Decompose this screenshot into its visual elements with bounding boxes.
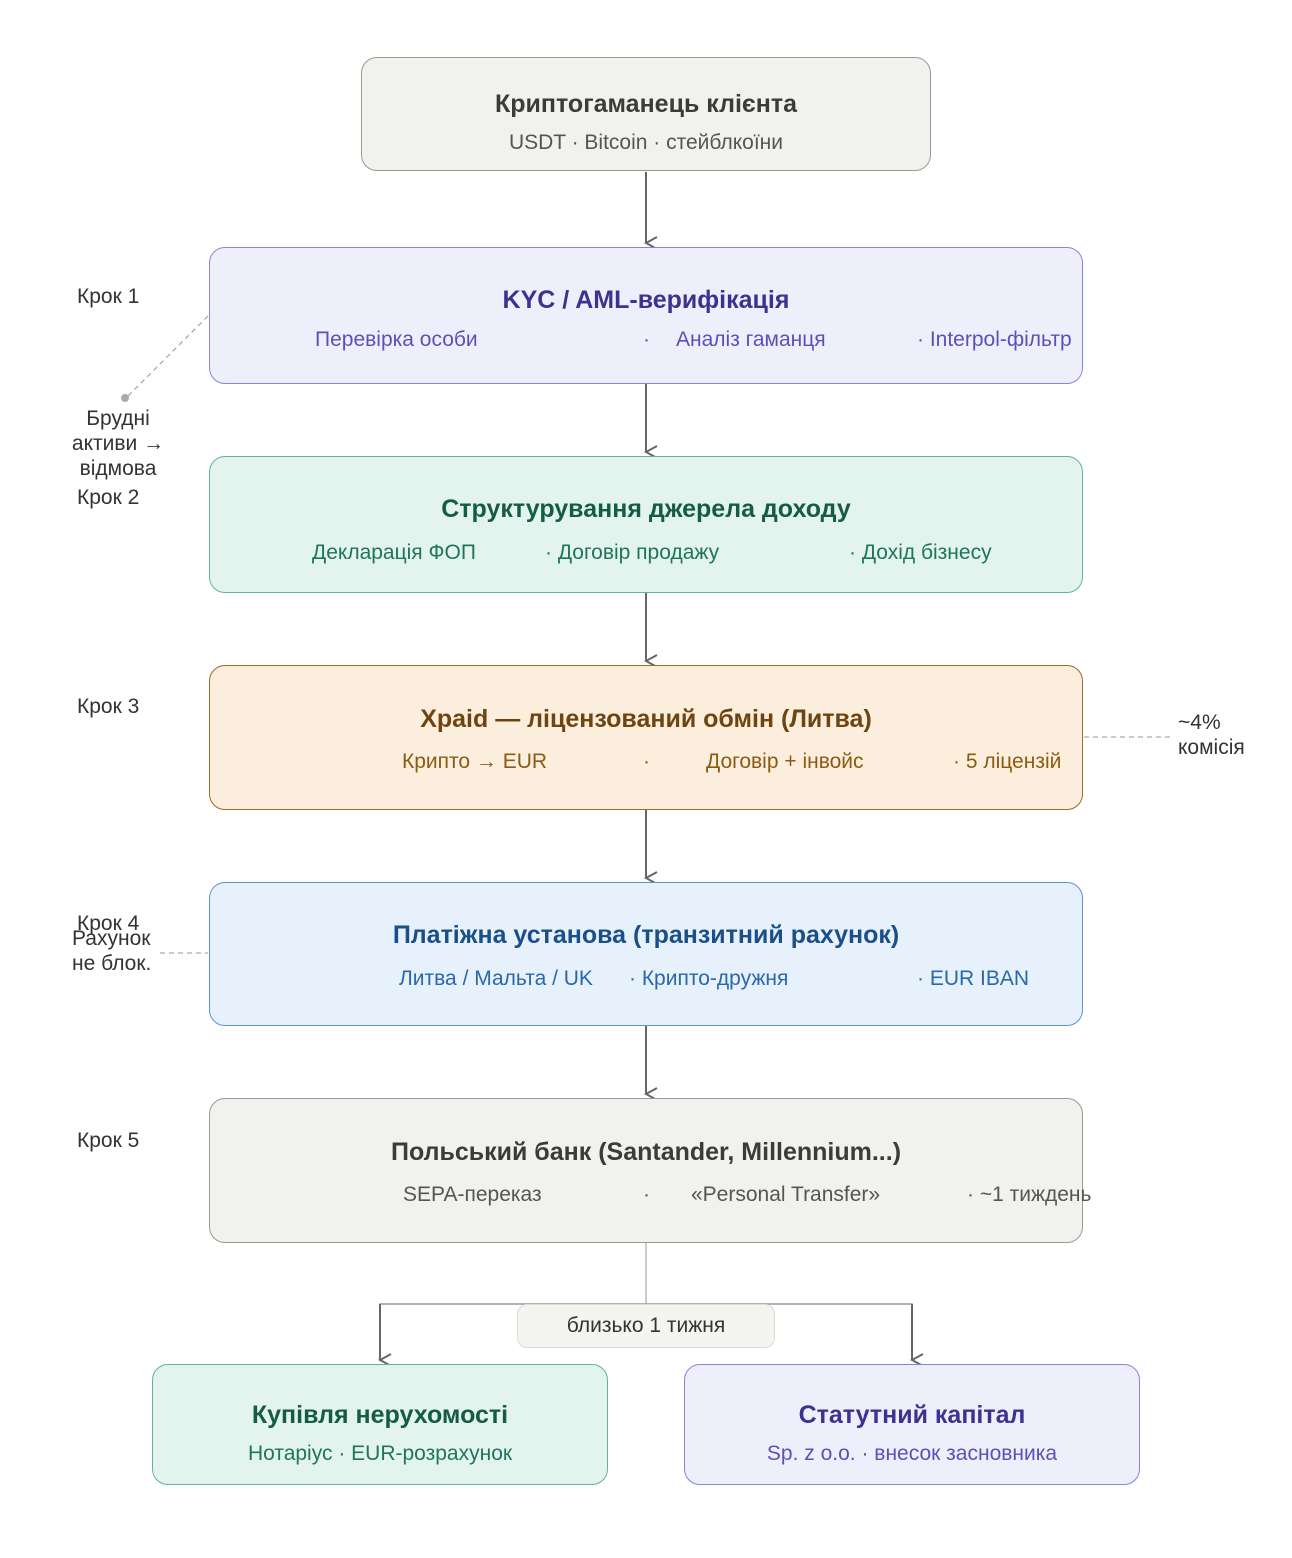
split-duration-label: близько 1 тижня	[517, 1304, 775, 1348]
step-label: Крок 4	[77, 912, 140, 935]
wallet-subtitle: USDT · Bitcoin · стейблкоїни	[508, 131, 784, 154]
share-capital-node: Статутний капітал Sp. z o.o. · внесок за…	[684, 1364, 1140, 1485]
polish-bank-title: Польський банк (Santander, Millennium...…	[390, 1138, 902, 1166]
kyc-item: ·	[643, 328, 650, 351]
polish-bank-item: · ~1 тиждень	[967, 1183, 1092, 1206]
structuring-node: Структурування джерела доходу Декларація…	[209, 456, 1083, 593]
note-line: активи →	[71, 432, 165, 455]
payment-institution-node: Платіжна установа (транзитний рахунок) Л…	[209, 882, 1083, 1026]
note-line: не блок.	[72, 952, 152, 975]
xpaid-title: Xpaid — ліцензований обмін (Литва)	[420, 705, 872, 733]
payment-institution-item: · Крипто-дружня	[629, 967, 789, 990]
note-line: ~4%	[1178, 711, 1221, 734]
xpaid-item: · 5 ліцензій	[953, 750, 1062, 773]
step-label: Крок 5	[77, 1129, 140, 1152]
structuring-item: · Дохід бізнесу	[849, 541, 992, 564]
kyc-node: KYC / AML-верифікація Перевірка особи · …	[209, 247, 1083, 384]
structuring-title: Структурування джерела доходу	[441, 495, 851, 523]
note-line: Рахунок	[72, 927, 151, 950]
dirty-assets-leader	[125, 315, 209, 399]
kyc-item: Аналіз гаманця	[676, 328, 826, 351]
real-estate-node: Купівля нерухомості Нотаріус · EUR-розра…	[152, 1364, 608, 1485]
kyc-item: · Interpol-фільтр	[917, 328, 1072, 351]
xpaid-item: Крипто → EUR	[402, 750, 548, 773]
wallet-node: Криптогаманець клієнта USDT · Bitcoin · …	[361, 57, 931, 171]
xpaid-item: Договір + інвойс	[706, 750, 864, 773]
structuring-item: Декларація ФОП	[312, 541, 476, 564]
structuring-item: · Договір продажу	[545, 541, 720, 564]
share-capital-title: Статутний капітал	[798, 1401, 1026, 1429]
kyc-item: Перевірка особи	[315, 328, 478, 351]
commission-note: ~4% комісія	[1178, 710, 1245, 760]
polish-bank-item: «Personal Transfer»	[691, 1183, 881, 1206]
payment-institution-item: Литва / Мальта / UK	[399, 967, 593, 990]
wallet-title: Криптогаманець клієнта	[495, 90, 797, 118]
kyc-title: KYC / AML-верифікація	[502, 286, 790, 314]
account-not-blocked-note: Рахунок не блок.	[72, 926, 151, 976]
payment-institution-title: Платіжна установа (транзитний рахунок)	[392, 921, 900, 949]
step-label: Крок 2	[77, 486, 140, 509]
real-estate-title: Купівля нерухомості	[251, 1401, 509, 1429]
dirty-assets-dot	[121, 394, 129, 402]
dirty-assets-note: Брудні активи → відмова	[66, 406, 170, 481]
share-capital-subtitle: Sp. z o.o. · внесок засновника	[766, 1442, 1058, 1465]
note-line: відмова	[79, 457, 157, 480]
polish-bank-item: SEPA-переказ	[403, 1183, 542, 1206]
note-line: Брудні	[86, 407, 150, 430]
step-label: Крок 1	[77, 285, 140, 308]
step-label: Крок 3	[77, 695, 140, 718]
real-estate-subtitle: Нотаріус · EUR-розрахунок	[247, 1442, 513, 1465]
payment-institution-item: · EUR IBAN	[917, 967, 1030, 990]
xpaid-node: Xpaid — ліцензований обмін (Литва) Крипт…	[209, 665, 1083, 810]
xpaid-item: ·	[643, 750, 650, 773]
polish-bank-node: Польський банк (Santander, Millennium...…	[209, 1098, 1091, 1243]
polish-bank-item: ·	[643, 1183, 650, 1206]
note-line: комісія	[1178, 736, 1245, 759]
